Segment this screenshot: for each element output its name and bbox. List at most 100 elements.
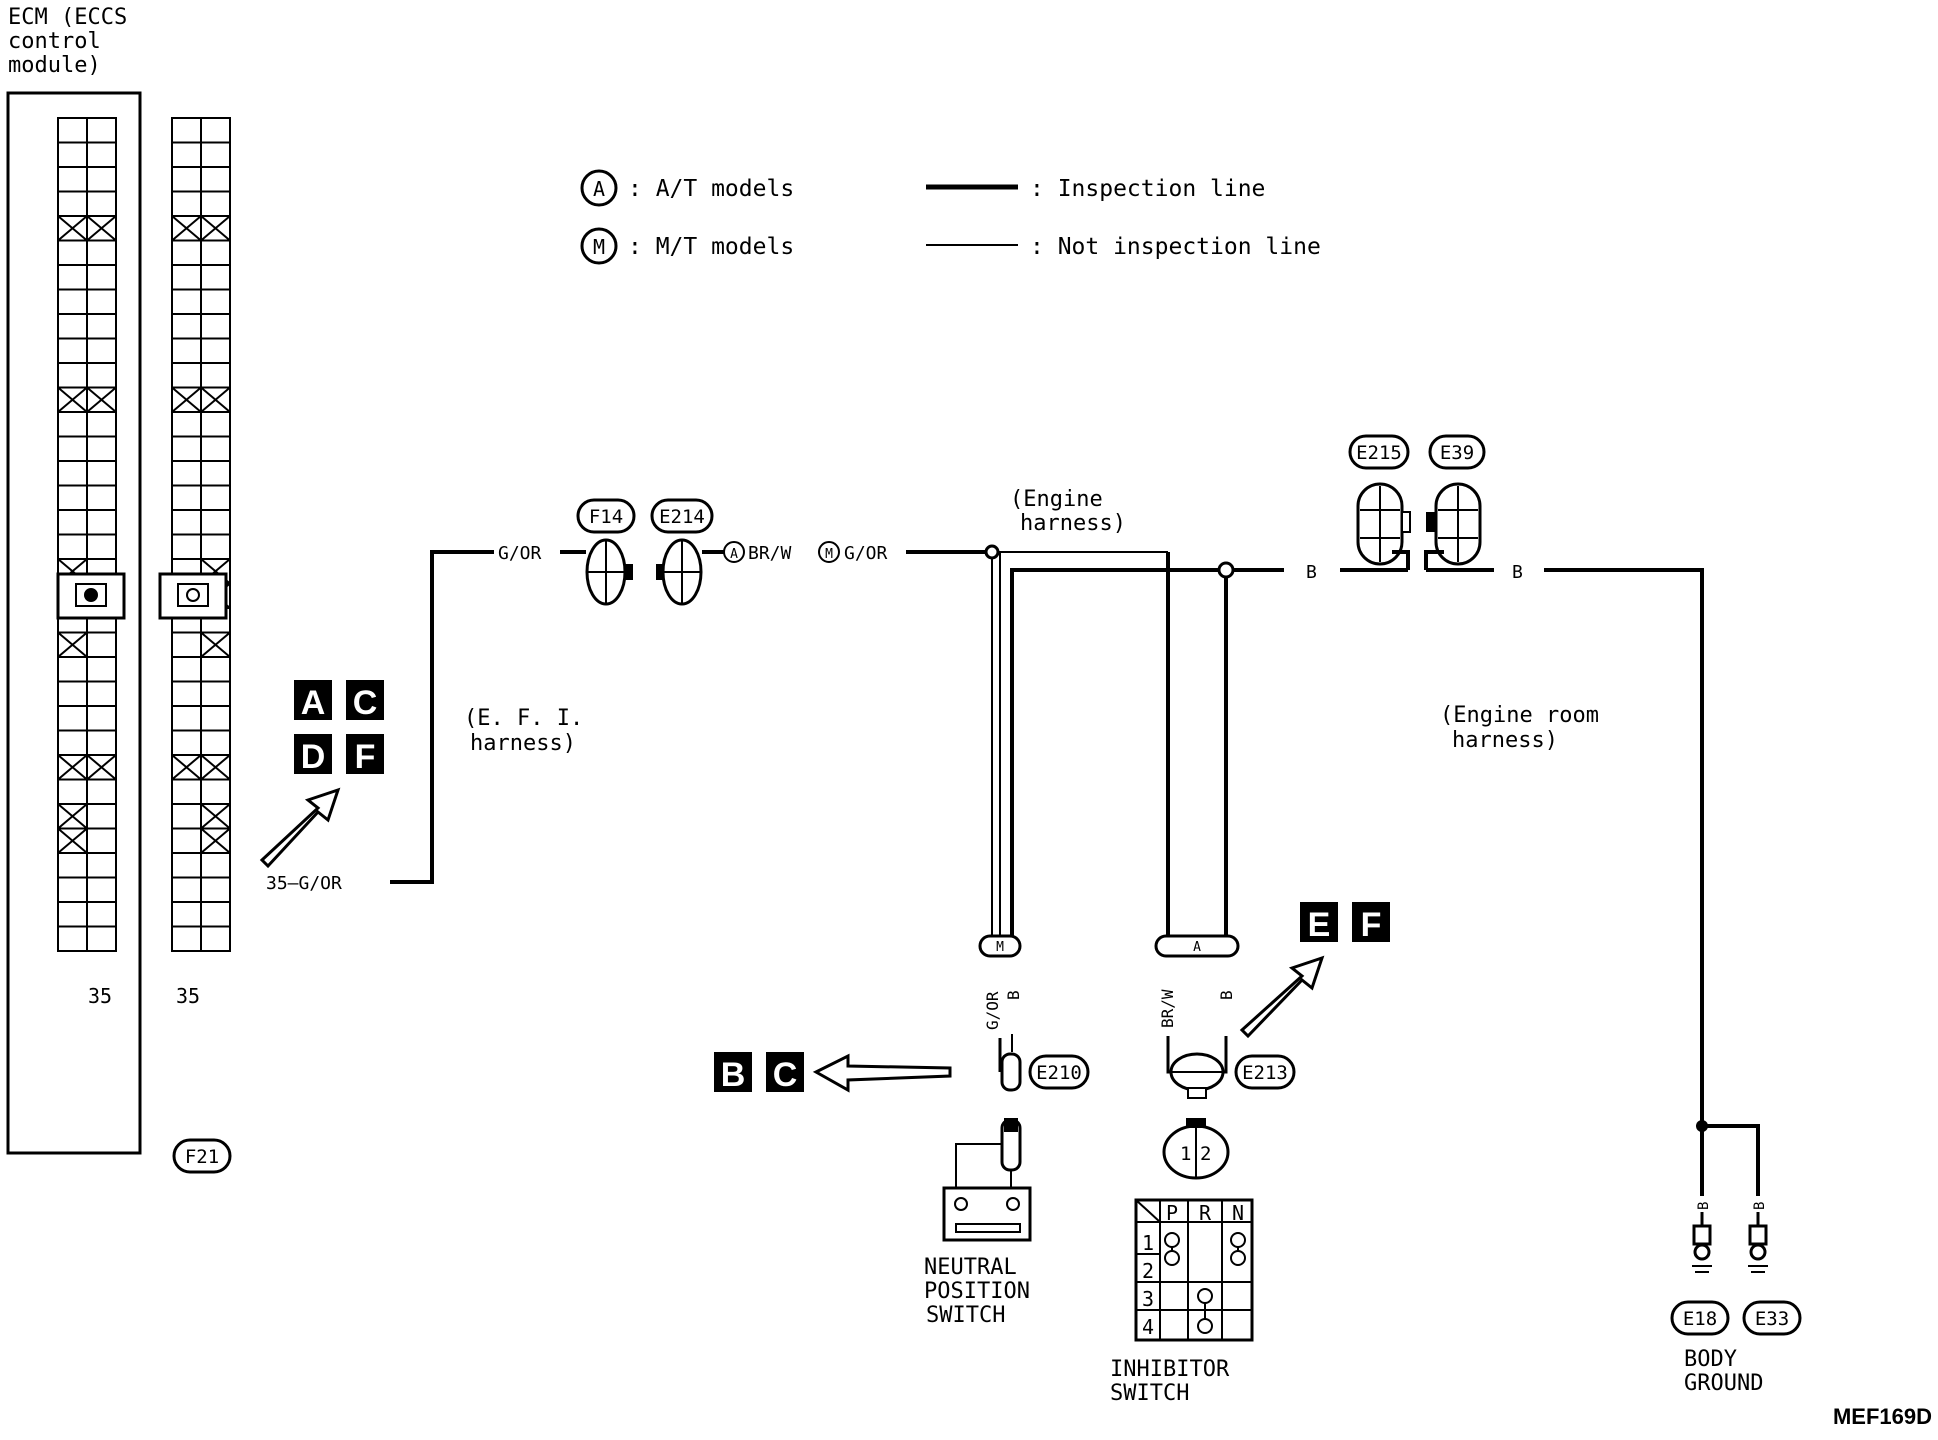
- wire-label-br-w-vert: BR/W: [1158, 989, 1177, 1028]
- ecm-terminal-cell: [86, 925, 117, 952]
- callout-acdf: A C D F: [259, 680, 384, 869]
- wire-label-br-w: BR/W: [748, 543, 792, 564]
- ecm-terminal-cell: [200, 852, 231, 879]
- ecm-terminal-cell: [86, 411, 117, 438]
- neutral-switch-line-3: SWITCH: [926, 1303, 1005, 1328]
- ecm-terminal-cell: [86, 656, 117, 683]
- engine-harness-line-2: harness): [1020, 511, 1126, 536]
- ecm-title-line-2: control: [8, 29, 101, 54]
- legend-thin-text: : Not inspection line: [1030, 234, 1321, 260]
- ecm-terminal-cell: [57, 680, 88, 707]
- inhibitor-pin-1: 1: [1180, 1143, 1191, 1165]
- efi-harness-line-2: harness): [470, 731, 576, 756]
- ecm-terminal-cell: [57, 729, 88, 756]
- ecm-terminal-cell: [171, 190, 202, 217]
- ecm-terminal-cell: [57, 141, 88, 168]
- ecm-terminal-grid-right: [158, 117, 231, 952]
- wire-label-b-1: B: [1306, 562, 1317, 583]
- unused-terminal-mark: [200, 386, 231, 413]
- ecm-terminal-cell: [86, 337, 117, 364]
- ecm-terminal-cell: [200, 141, 231, 168]
- unused-terminal-mark: [57, 827, 88, 854]
- branch-a-tag: A: [1193, 940, 1201, 955]
- inhibitor-header-r: R: [1199, 1201, 1212, 1225]
- ecm-terminal-cell: [57, 484, 88, 511]
- ecm-terminal-cell: [200, 509, 231, 536]
- unused-terminal-mark: [86, 215, 117, 242]
- callout-f2: F: [1361, 906, 1382, 944]
- callout-arrow-left: [812, 1053, 952, 1093]
- ecm-terminal-cell: [200, 337, 231, 364]
- ecm-title: ECM (ECCS control module): [8, 5, 127, 78]
- ecm-terminal-cell: [200, 239, 231, 266]
- callout-c: C: [353, 684, 378, 722]
- ecm-terminal-cell: [171, 631, 202, 658]
- ecm-terminal-cell: [86, 729, 117, 756]
- ecm-terminal-cell: [200, 460, 231, 487]
- body-ground: B B E18 E33 BODY GROUND: [1670, 1120, 1802, 1396]
- inhibitor-table-grid: [1136, 1200, 1252, 1340]
- ecm-terminal-cell: [86, 852, 117, 879]
- connector-e33-label: E33: [1755, 1308, 1789, 1330]
- callout-e: E: [1308, 906, 1331, 944]
- wire-label-b-ground-2: B: [1752, 1202, 1768, 1210]
- ecm-terminal-cell: [171, 729, 202, 756]
- ecm-terminal-cell: [86, 141, 117, 168]
- ecm-terminal-cell: [171, 852, 202, 879]
- ecm-terminal-cell: [171, 705, 202, 732]
- ecm-terminal-cell: [200, 705, 231, 732]
- inhibitor-pin-2: 2: [1200, 1143, 1211, 1165]
- ecm-outline: [6, 91, 142, 1155]
- inhibitor-row-2: 2: [1142, 1259, 1154, 1283]
- wire-label-g-or-vert: G/OR: [983, 991, 1002, 1030]
- wire-label-b-vert-2: B: [1217, 990, 1236, 1000]
- ecm-terminal-cell: [86, 533, 117, 560]
- ecm-terminal-cell: [86, 901, 117, 928]
- connector-e215-symbol: E215: [1348, 434, 1411, 570]
- ecm-terminal-cell: [86, 117, 117, 144]
- connector-e214-label: E214: [659, 506, 705, 528]
- wire-label-b-vert-1: B: [1004, 990, 1023, 1000]
- ecm-terminal-cell: [86, 362, 117, 389]
- ecm-terminal-cell: [86, 239, 117, 266]
- ecm-terminal-cell: [200, 288, 231, 315]
- ecm-terminal-cell: [86, 705, 117, 732]
- legend-m-symbol: M: [593, 235, 605, 259]
- ecm-terminal-cell: [200, 876, 231, 903]
- engine-room-harness-line-2: harness): [1452, 728, 1558, 753]
- ecm-terminal-cell: [57, 533, 88, 560]
- ecm-terminal-cell: [86, 827, 117, 854]
- ecm-terminal-cell: [171, 803, 202, 830]
- inhibitor-switch-line-1: INHIBITOR: [1110, 1357, 1230, 1382]
- legend-a-text: : A/T models: [628, 176, 794, 202]
- ecm-terminal-cell: [86, 264, 117, 291]
- unused-terminal-mark: [200, 754, 231, 781]
- ecm-terminal-cell: [200, 925, 231, 952]
- connector-e39-label: E39: [1440, 442, 1474, 464]
- wire-label-b-ground-1: B: [1696, 1202, 1712, 1210]
- ecm-terminal-cell: [200, 190, 231, 217]
- ecm-terminal-cell: [86, 509, 117, 536]
- branch-a-small: A: [730, 547, 738, 562]
- ecm-terminal-cell: [57, 313, 88, 340]
- connector-e215-label: E215: [1356, 442, 1402, 464]
- legend-a-symbol: A: [593, 177, 605, 201]
- ecm-terminal-cell: [171, 484, 202, 511]
- unused-terminal-mark: [57, 803, 88, 830]
- callout-f: F: [355, 738, 376, 776]
- ecm-terminal-cell: [171, 827, 202, 854]
- ecm-terminal-cell: [57, 435, 88, 462]
- ecm-terminal-cell: [200, 435, 231, 462]
- connector-f14-symbol: F14: [576, 498, 636, 606]
- connector-e18-label: E18: [1683, 1308, 1717, 1330]
- ecm-terminal-cell: [57, 362, 88, 389]
- connector-lock-dot: [84, 588, 98, 602]
- ecm-terminal-cell: [200, 656, 231, 683]
- wire-label-g-or-2: G/OR: [844, 543, 888, 564]
- ecm-terminal-cell: [200, 264, 231, 291]
- ecm-terminal-cell: [200, 484, 231, 511]
- legend: A : A/T models M : M/T models : Inspecti…: [580, 169, 1321, 265]
- inhibitor-header-p: P: [1166, 1201, 1178, 1225]
- ecm-pin-35-right: 35: [176, 984, 200, 1008]
- connector-e213-symbol: E213: [1169, 1052, 1296, 1099]
